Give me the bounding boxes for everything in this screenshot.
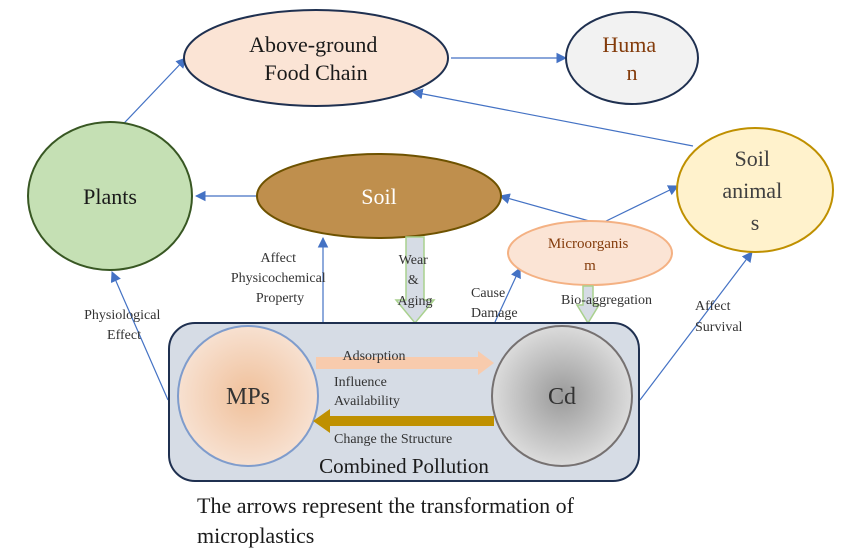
affect-physico-label-2: Physicochemical <box>231 271 326 286</box>
human-ellipse <box>565 11 699 105</box>
affect-physico-label-1: Affect <box>261 251 297 266</box>
affect-physico-label-3: Property <box>256 291 304 306</box>
affect-survival-label-2: Survival <box>695 320 743 335</box>
svg-text:Cause Damage: Cause Damage <box>471 286 518 321</box>
node-soil: Soil <box>256 153 502 239</box>
human-label-2: n <box>627 60 638 85</box>
svg-text:Soil animal s: Soil animal s <box>722 146 787 235</box>
arrow-soilanimals-to-foodchain <box>411 88 694 147</box>
svg-text:Plants: Plants <box>83 184 137 209</box>
soil-label: Soil <box>361 184 396 209</box>
wear-aging-block-arrow <box>394 236 436 325</box>
svg-text:Microorganis m: Microorganis m <box>548 236 632 274</box>
human-label-1: Huma <box>602 32 656 57</box>
influence-label-1: Influence <box>334 375 387 390</box>
svg-text:Affect Physicochemical: Affect Physicochemical Property <box>231 251 329 306</box>
affect-survival-label-1: Affect <box>695 299 731 314</box>
svg-text:Physiological Effect: Physiological Effect <box>84 308 164 343</box>
bio-aggregation-label: Bio-aggregation <box>561 293 652 308</box>
change-structure-label: Change the Structure <box>334 432 452 447</box>
microorganism-label-1: Microorganis <box>548 236 629 252</box>
node-microorganism: Microorganis m <box>507 220 673 286</box>
node-food-chain: Above-ground Food Chain <box>183 9 449 107</box>
food-chain-ellipse <box>183 9 449 107</box>
combined-pollution-box: MPs Cd Adsorption Influence Availability… <box>168 322 640 482</box>
arrow-combined-to-plants <box>110 271 169 401</box>
influence-label-2: Availability <box>334 394 400 409</box>
wear-aging-label-2: & <box>408 273 419 288</box>
svg-text:Wear & Aging: Wear & Aging <box>398 253 433 309</box>
caption-line-2: microplastics <box>197 523 314 548</box>
cause-damage-label-1: Cause <box>471 286 505 301</box>
mps-circle <box>177 325 319 467</box>
svg-text:The arrows represent the trans: The arrows represent the transformation … <box>197 493 579 548</box>
bio-aggregation-block-arrow <box>575 285 601 325</box>
soil-animals-label-1: Soil <box>735 146 770 171</box>
food-chain-label-1: Above-ground <box>249 32 377 57</box>
arrow-micro-to-soil <box>498 193 601 225</box>
microorganism-label-2: m <box>584 258 596 274</box>
cd-label: Cd <box>548 384 576 410</box>
svg-text:Affect Survival: Affect Survival <box>695 299 743 335</box>
svg-text:Influence Availability: Influence Availability <box>334 375 400 409</box>
change-structure-arrow <box>313 409 494 433</box>
svg-text:Above-ground Food Chain: Above-ground Food Chain <box>249 32 383 85</box>
caption-line-1: The arrows represent the transformation … <box>197 493 575 518</box>
physiological-label-1: Physiological <box>84 308 160 323</box>
soil-animals-ellipse <box>676 127 834 253</box>
adsorption-arrow <box>316 351 494 375</box>
combined-pollution-label: Combined Pollution <box>319 454 489 478</box>
mps-label: MPs <box>226 384 270 410</box>
physiological-label-2: Effect <box>107 328 141 343</box>
node-human: Huma n <box>565 11 699 105</box>
adsorption-label: Adsorption <box>343 349 406 364</box>
food-chain-label-2: Food Chain <box>264 60 367 85</box>
svg-text:Huma n: Huma n <box>602 32 661 85</box>
soil-ellipse <box>256 153 502 239</box>
cause-damage-label-2: Damage <box>471 306 518 321</box>
connectors <box>109 52 753 401</box>
wear-aging-label-3: Aging <box>398 294 433 309</box>
arrow-combined-to-soilanimals <box>639 251 753 401</box>
arrow-cause-damage <box>494 267 521 323</box>
arrow-micro-to-soilanimals <box>599 185 679 225</box>
node-plants: Plants <box>27 121 193 271</box>
microorganism-ellipse <box>507 220 673 286</box>
soil-animals-label-3: s <box>751 210 760 235</box>
node-soil-animals: Soil animal s <box>676 127 834 253</box>
plants-label: Plants <box>83 184 137 209</box>
wear-aging-label-1: Wear <box>399 253 429 268</box>
svg-text:Soil: Soil <box>361 184 396 209</box>
soil-animals-label-2: animal <box>722 178 782 203</box>
cd-circle <box>491 325 633 467</box>
plants-ellipse <box>27 121 193 271</box>
